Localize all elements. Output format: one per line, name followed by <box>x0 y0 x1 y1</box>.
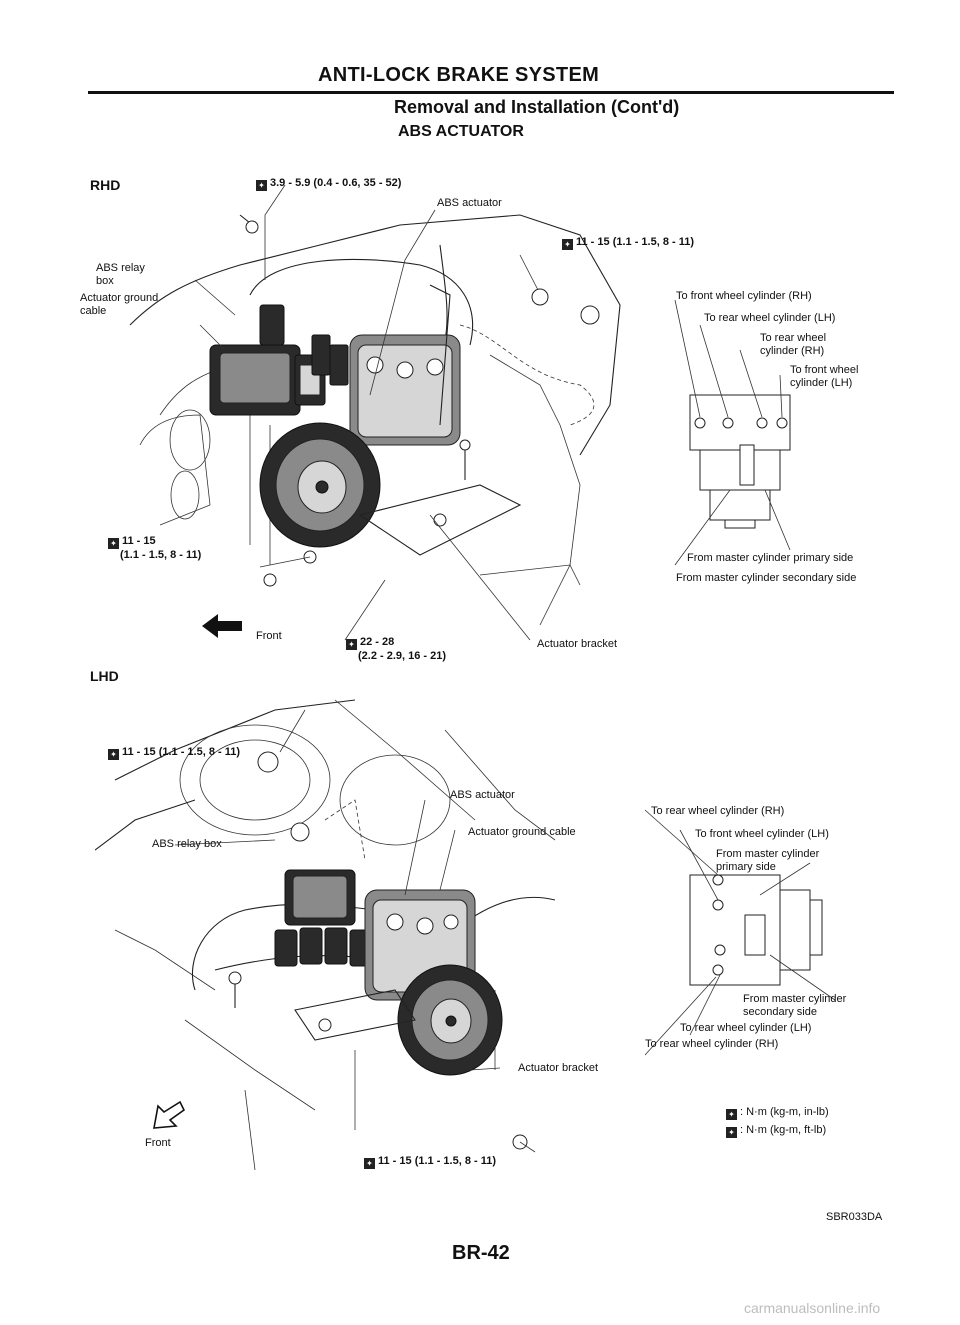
lhd-abs-actuator-label: ABS actuator <box>450 789 515 801</box>
watermark: carmanualsonline.info <box>744 1300 881 1316</box>
rhd-abs-actuator-label: ABS actuator <box>437 197 502 209</box>
title-rule <box>88 91 894 94</box>
lhd-port-rear-rh-top: To rear wheel cylinder (RH) <box>651 805 785 817</box>
rhd-actuator-bracket-label: Actuator bracket <box>537 638 618 650</box>
torque-inlb-icon: ✦ <box>726 1109 737 1120</box>
lhd-port-diagram <box>644 809 836 1056</box>
lhd-illustration <box>95 699 556 1170</box>
front-arrow-icon <box>202 614 242 638</box>
rhd-illustration <box>129 185 621 641</box>
rhd-port-front-rh: To front wheel cylinder (RH) <box>676 290 812 302</box>
front-arrow-icon <box>153 1100 186 1129</box>
rhd-heading: RHD <box>90 177 121 193</box>
lhd-front-label: Front <box>145 1137 171 1149</box>
figure-code: SBR033DA <box>826 1211 883 1223</box>
section-title: ABS ACTUATOR <box>398 123 524 140</box>
page-number: BR-42 <box>452 1242 510 1264</box>
rhd-torque-top-label: ✦3.9 - 5.9 (0.4 - 0.6, 35 - 52) <box>256 177 401 191</box>
lhd-port-rear-lh: To rear wheel cylinder (LH) <box>680 1022 812 1034</box>
torque-ftlb-icon: ✦ <box>346 639 357 650</box>
lhd-actuator-ground-label: Actuator ground cable <box>468 826 576 838</box>
lhd-actuator-bracket-label: Actuator bracket <box>518 1062 599 1074</box>
lhd-port-rear-rh-bottom: To rear wheel cylinder (RH) <box>645 1038 779 1050</box>
rhd-torque-bottom-label: ✦22 - 28(2.2 - 2.9, 16 - 21) <box>346 636 446 663</box>
page-subtitle: Removal and Installation (Cont'd) <box>394 97 680 117</box>
torque-ftlb-icon: ✦ <box>108 538 119 549</box>
rhd-torque-left-label: ✦11 - 15(1.1 - 1.5, 8 - 11) <box>108 535 201 562</box>
rhd-torque-right-label: ✦11 - 15 (1.1 - 1.5, 8 - 11) <box>562 236 694 250</box>
legend-ftlb: ✦: N·m (kg-m, ft-lb) <box>726 1124 826 1138</box>
torque-inlb-icon: ✦ <box>256 180 267 191</box>
lhd-torque-top-label: ✦11 - 15 (1.1 - 1.5, 8 - 11) <box>108 746 240 760</box>
page-title: ANTI-LOCK BRAKE SYSTEM <box>318 64 600 86</box>
torque-ftlb-icon: ✦ <box>364 1158 375 1169</box>
lhd-abs-relay-box-label: ABS relay box <box>152 838 222 850</box>
rhd-port-diagram <box>674 299 791 566</box>
torque-ftlb-icon: ✦ <box>726 1127 737 1138</box>
legend-inlb: ✦: N·m (kg-m, in-lb) <box>726 1106 829 1120</box>
rhd-front-label: Front <box>256 630 282 642</box>
torque-ftlb-icon: ✦ <box>108 749 119 760</box>
rhd-from-secondary: From master cylinder secondary side <box>676 572 857 584</box>
rhd-from-primary: From master cylinder primary side <box>687 552 854 564</box>
lhd-heading: LHD <box>90 668 119 684</box>
torque-ftlb-icon: ✦ <box>562 239 573 250</box>
lhd-port-front-lh: To front wheel cylinder (LH) <box>695 828 829 840</box>
lhd-torque-bottom-label: ✦11 - 15 (1.1 - 1.5, 8 - 11) <box>364 1155 496 1169</box>
rhd-port-rear-lh: To rear wheel cylinder (LH) <box>704 312 836 324</box>
